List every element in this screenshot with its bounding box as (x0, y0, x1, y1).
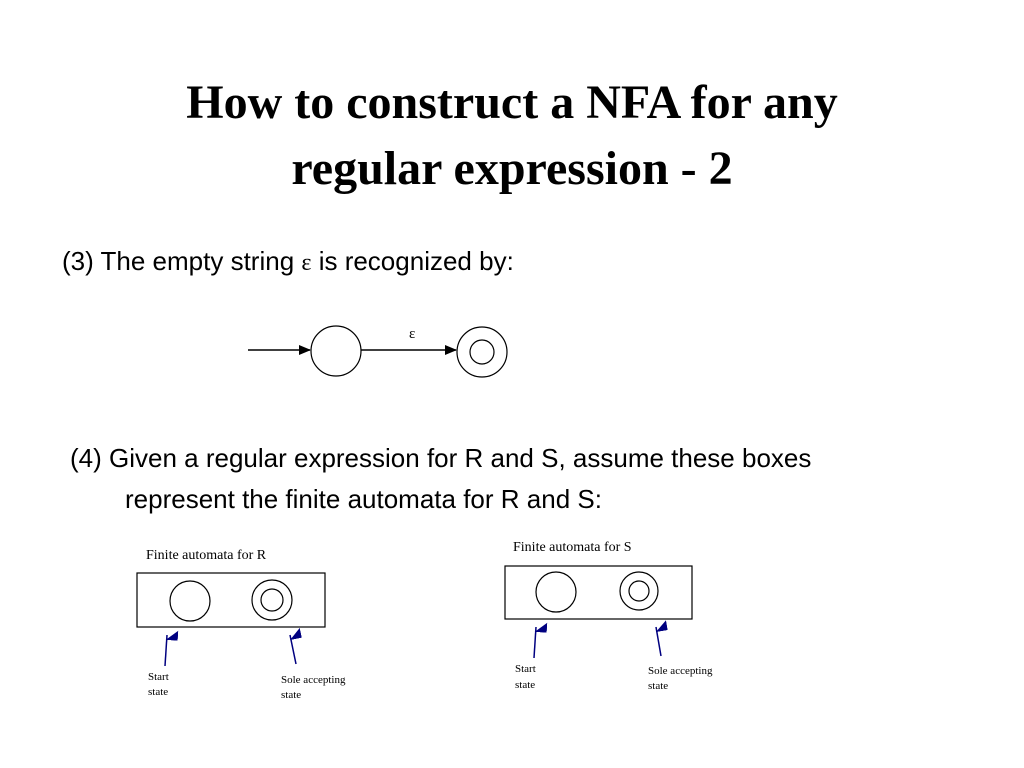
rule3-text-before: (3) The empty string (62, 246, 302, 276)
automaton-s-start-label-line2: state (515, 679, 535, 691)
automaton-r-box (136, 572, 326, 628)
automaton-r-accept-state-outer (251, 579, 293, 621)
automaton-r-start-state (169, 580, 211, 622)
rule4-line1: (4) Given a regular expression for R and… (70, 443, 812, 473)
automaton-s-accept-state-inner (628, 580, 650, 602)
epsilon-nfa-transition-label: ε (409, 326, 415, 342)
epsilon-nfa-start-state (310, 325, 362, 377)
automaton-r-accept-pointer-arrow (289, 627, 302, 665)
rule3-text: (3) The empty string ε is recognized by: (62, 246, 514, 278)
automaton-r-start-label-line1: Start (148, 671, 169, 683)
automaton-s-start-label-line1: Start (515, 663, 536, 675)
automaton-s-accept-pointer-arrow (655, 620, 668, 657)
rule4-line2: represent the finite automata for R and … (125, 484, 602, 514)
automaton-r-start-pointer-arrow (164, 630, 179, 667)
epsilon-nfa-diagram: ε (248, 325, 508, 378)
automaton-s-start-pointer-arrow (533, 622, 548, 659)
rule3-text-after: is recognized by: (311, 246, 514, 276)
epsilon-symbol: ε (301, 250, 312, 276)
automaton-r-diagram: Finite automata for R Start state Sole a… (136, 548, 346, 701)
automaton-s-accept-state-outer (619, 571, 659, 611)
epsilon-nfa-accept-state-outer (456, 326, 508, 378)
automaton-s-box (504, 565, 693, 620)
slide-title: How to construct a NFA for any regular e… (0, 70, 1024, 202)
automaton-r-start-label-line2: state (148, 686, 168, 698)
automaton-r-caption: Finite automata for R (146, 548, 267, 563)
automaton-r-accept-label-line2: state (281, 689, 301, 701)
epsilon-nfa-accept-state-inner (469, 339, 495, 365)
automaton-s-start-state (535, 571, 577, 613)
automaton-s-caption: Finite automata for S (513, 540, 632, 555)
automaton-r-accept-state-inner (260, 588, 284, 612)
slide-title-line2: regular expression - 2 (291, 142, 733, 195)
automaton-r-accept-label-line1: Sole accepting (281, 674, 346, 686)
automaton-s-accept-label-line1: Sole accepting (648, 665, 713, 677)
automaton-s-diagram: Finite automata for S Start state Sole a… (504, 540, 713, 692)
automaton-s-accept-label-line2: state (648, 680, 668, 692)
slide-title-line1: How to construct a NFA for any (186, 76, 838, 129)
